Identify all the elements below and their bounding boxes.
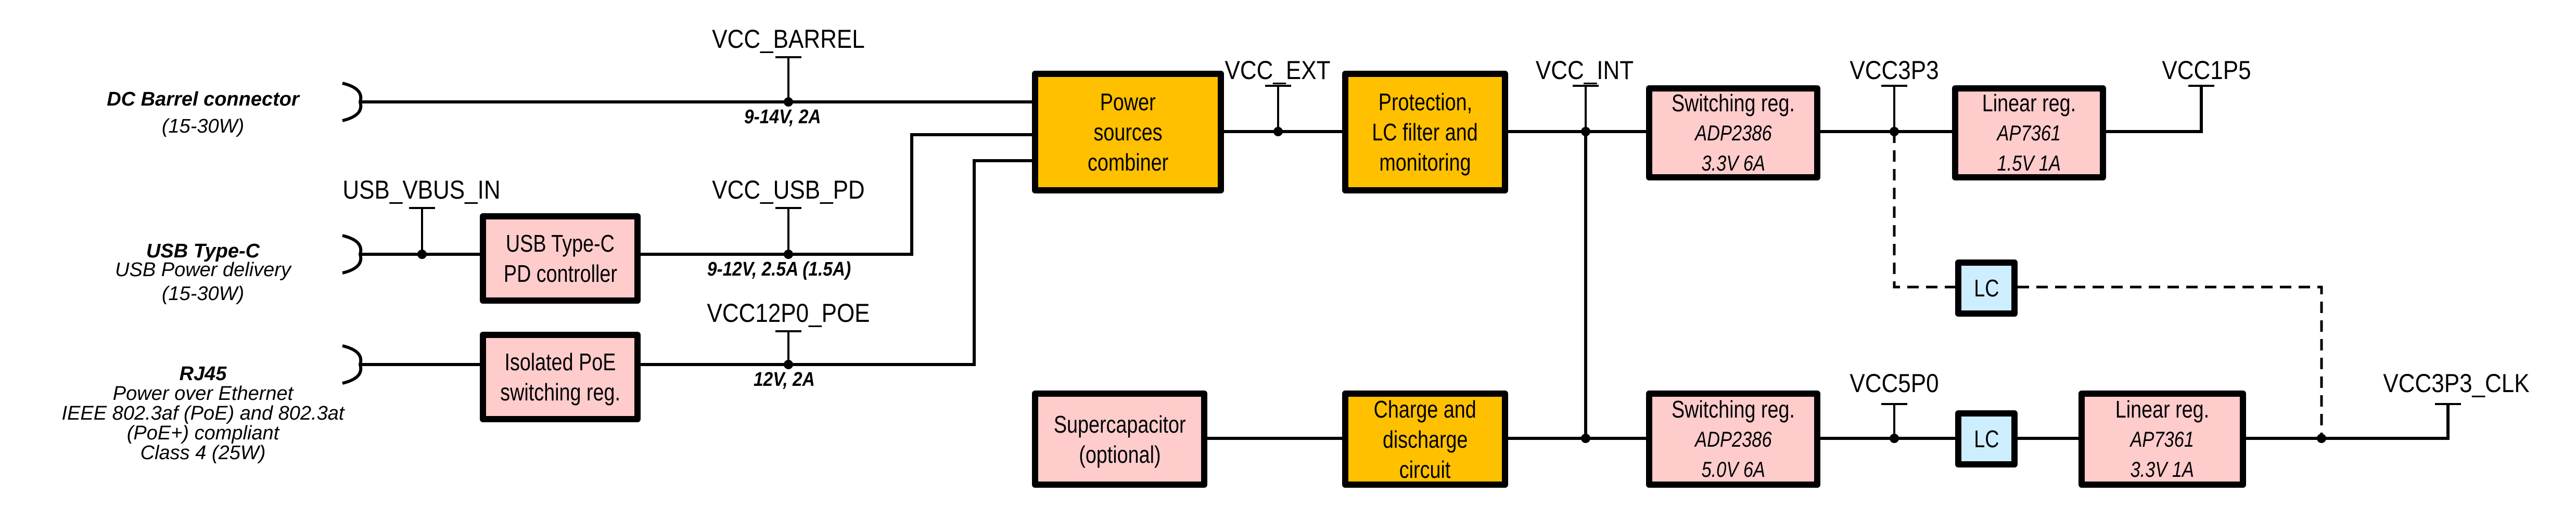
block-part: AP7361 [2130,426,2195,451]
block-line: combiner [1087,149,1169,176]
net-vcc3p3: VCC3P3 [1850,56,1939,85]
junction-dot [784,97,793,107]
wire-clk-dashed-right [2018,285,2323,438]
dc-barrel-label: DC Barrel connector (15-30W) [78,88,328,137]
rj45-line4: Class 4 (25W) [140,442,266,464]
block-line: Power [1100,88,1156,115]
rj45-line1: Power over Ethernet [112,383,294,405]
tap-vcc-int [1573,85,1599,132]
lc-filter-bottom-block: LC [1955,410,2018,467]
block-line: switching reg. [500,379,620,406]
switching-reg-3v3-block: Switching reg. ADP2386 3.3V 6A [1646,85,1820,180]
block-rating: 1.5V 1A [1997,150,2061,175]
tap-vcc5p0 [1881,403,1907,438]
dc-barrel-connector-icon [342,82,363,122]
dc-barrel-power: (15-30W) [161,115,245,137]
wire-usb-pd [641,133,1032,256]
spec-poe: 12V, 2A [754,369,815,391]
tap-vcc3p3 [1881,85,1907,132]
net-vcc-barrel: VCC_BARREL [712,24,865,54]
block-line: Protection, [1378,88,1472,115]
block-line: LC filter and [1372,119,1478,146]
block-rating: 3.3V 1A [2130,457,2195,482]
wire-vcc1p5 [2106,86,2203,133]
linear-reg-1v5-block: Linear reg. AP7361 1.5V 1A [1952,85,2106,180]
block-line: PD controller [503,260,617,287]
usb-c-line2: (15-30W) [161,283,245,305]
block-part: ADP2386 [1694,426,1772,451]
power-combiner-block: Power sources combiner [1032,71,1224,193]
net-vcc3p3-clk: VCC3P3_CLK [2383,369,2530,398]
tap-vcc-usb-pd [775,207,801,254]
junction-dot [1581,434,1590,443]
block-line: Isolated PoE [504,348,616,375]
junction-dot [1890,434,1899,443]
block-title: Linear reg. [2115,395,2210,423]
usb-c-label: USB Type-C USB Power delivery (15-30W) [78,240,328,305]
usb-c-title: USB Type-C [146,240,260,262]
usb-c-line1: USB Power delivery [115,259,291,281]
junction-dot [1273,127,1283,136]
tap-vcc-barrel [775,56,801,102]
block-line: USB Type-C [506,230,615,257]
block-rating: 5.0V 6A [1701,457,1765,482]
block-line: LC [1973,275,1999,302]
block-line: Supercapacitor [1053,410,1186,438]
tap-vcc12p0-poe [775,330,801,365]
usb-c-connector-icon [342,234,363,275]
poe-regulator-block: Isolated PoE switching reg. [480,332,641,422]
junction-dot [417,250,427,259]
block-title: Switching reg. [1672,395,1795,423]
spec-usb-pd: 9-12V, 2.5A (1.5A) [707,258,851,280]
wire-clk-dashed-left [1893,132,1955,289]
junction-dot [784,360,793,369]
block-line: discharge [1382,425,1468,453]
usb-pd-controller-block: USB Type-C PD controller [480,213,641,304]
block-title: Linear reg. [1982,89,2076,116]
block-line: LC [1973,425,1999,452]
wire-poe-out [641,159,1032,366]
rj45-line3: (PoE+) compliant [126,422,279,444]
rj45-label: RJ45 Power over Ethernet IEEE 802.3af (P… [42,364,364,463]
block-rating: 3.3V 6A [1701,150,1765,175]
block-line: (optional) [1078,440,1161,468]
block-line: sources [1093,119,1163,146]
junction-dot [784,250,793,259]
net-vcc5p0: VCC5P0 [1850,369,1939,398]
spec-barrel: 9-14V, 2A [744,106,821,128]
charge-discharge-block: Charge and discharge circuit [1342,391,1508,488]
junction-dot [1890,127,1899,136]
block-line: monitoring [1379,149,1471,176]
tap-usb-vbus [409,207,435,254]
rj45-title: RJ45 [179,363,227,385]
protection-block: Protection, LC filter and monitoring [1342,71,1508,193]
tap-vcc-ext [1265,85,1291,132]
supercapacitor-block: Supercapacitor (optional) [1032,391,1207,488]
rj45-line2: IEEE 802.3af (PoE) and 802.3at [61,402,345,424]
net-vcc-ext: VCC_EXT [1225,56,1331,85]
linear-reg-3v3-block: Linear reg. AP7361 3.3V 1A [2078,391,2246,488]
net-usb-vbus-in: USB_VBUS_IN [342,175,501,204]
junction-dot [2317,434,2326,443]
block-title: Switching reg. [1672,89,1795,116]
net-vcc1p5: VCC1P5 [2162,56,2251,85]
dc-barrel-title: DC Barrel connector [107,88,299,110]
block-line: circuit [1399,456,1451,483]
wire-vcc3p3-clk [2246,404,2450,440]
block-part: AP7361 [1997,120,2061,145]
net-vcc-int: VCC_INT [1535,56,1634,85]
lc-filter-top-block: LC [1955,259,2018,317]
junction-dot [1581,127,1590,136]
net-vcc12p0-poe: VCC12P0_POE [707,298,870,328]
switching-reg-5v0-block: Switching reg. ADP2386 5.0V 6A [1646,391,1820,488]
block-part: ADP2386 [1694,120,1772,145]
block-line: Charge and [1373,395,1477,423]
net-vcc-usb-pd: VCC_USB_PD [712,175,865,204]
